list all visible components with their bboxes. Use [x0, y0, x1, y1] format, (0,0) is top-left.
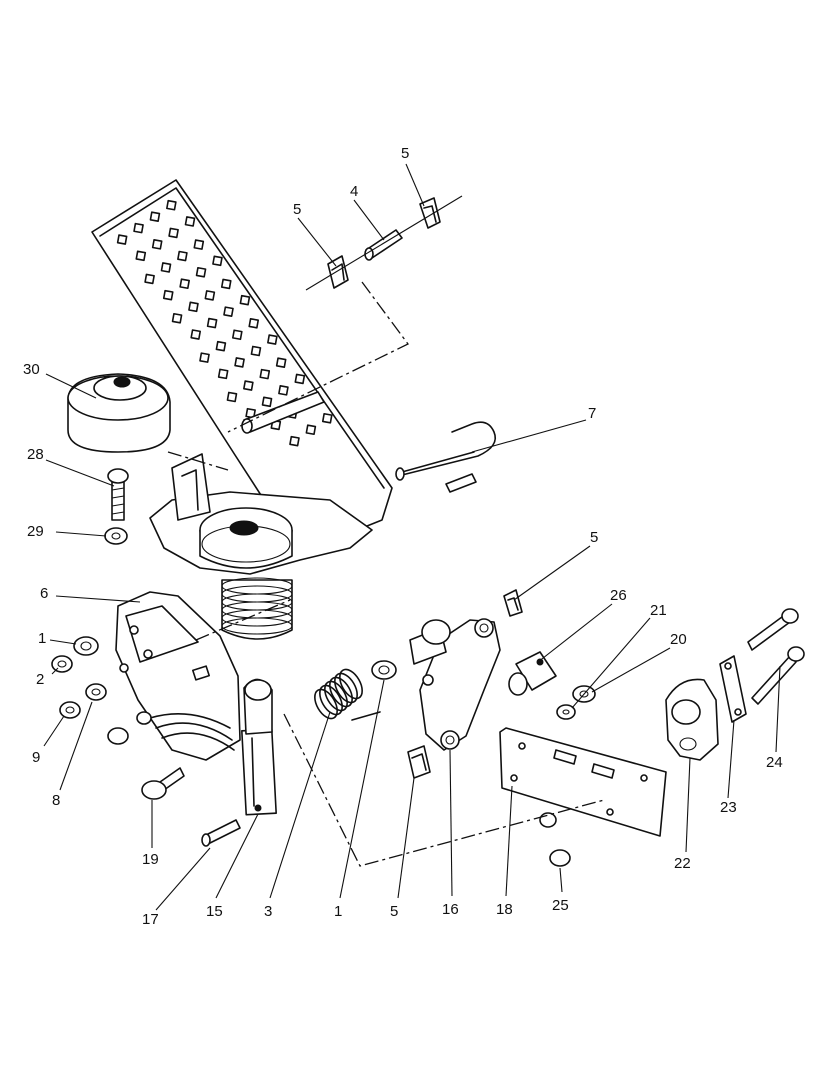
callout-20: 20	[670, 631, 687, 648]
part-5-clip-lower	[407, 745, 431, 779]
part-7-u-rod	[395, 421, 497, 493]
part-18-plate	[499, 727, 667, 837]
callout-17: 17	[142, 911, 159, 928]
part-25-nut	[539, 812, 571, 867]
callout-4: 4	[350, 183, 358, 200]
part-15-link-rod	[241, 678, 277, 816]
callout-29: 29	[27, 523, 44, 540]
nut-lower-left	[107, 711, 152, 745]
part-9-nut	[59, 701, 81, 719]
part-26-sleeve	[508, 651, 557, 696]
part-24-bolts	[747, 608, 805, 705]
part-22-block	[665, 678, 719, 761]
part-5-clip-top-left	[327, 255, 349, 289]
callout-8: 8	[52, 792, 60, 809]
callout-2: 2	[36, 671, 44, 688]
callout-1-left: 1	[38, 630, 46, 647]
part-1-spacer	[371, 660, 397, 680]
part-3-spring	[314, 668, 381, 721]
callout-6: 6	[40, 585, 48, 602]
callout-22: 22	[674, 855, 691, 872]
main-spring-coils	[221, 577, 293, 635]
part-1-nut-left	[73, 636, 99, 656]
callout-24: 24	[766, 754, 783, 771]
part-29-nut	[104, 527, 128, 545]
part-8-washer	[85, 683, 107, 701]
part-5-clip-right	[503, 589, 523, 617]
callout-30: 30	[23, 361, 40, 378]
assembly-centerlines	[167, 281, 605, 867]
part-21-washer	[556, 704, 576, 720]
callout-21: 21	[650, 602, 667, 619]
callout-7: 7	[588, 405, 596, 422]
callout-9: 9	[32, 749, 40, 766]
callout-16: 16	[442, 901, 459, 918]
callout-19: 19	[142, 851, 159, 868]
callout-leaders	[43, 163, 781, 911]
part-6-mounting-plate	[115, 591, 241, 761]
part-19-bolt	[141, 767, 185, 800]
callout-5-right: 5	[590, 529, 598, 546]
part-16-lever-arm	[409, 618, 501, 751]
part-28-bolt	[107, 468, 129, 521]
pedal-base-bracket	[149, 453, 373, 575]
pad-tread-holes	[116, 199, 333, 447]
callout-labels: 5 4 5 30 7 28 29 5 6 26 21 20 1 2 9 8 24…	[23, 145, 783, 928]
part-5-clip-top-right	[419, 197, 441, 229]
callout-23: 23	[720, 799, 737, 816]
callout-26: 26	[610, 587, 627, 604]
part-23-link-plate	[719, 655, 747, 723]
main-return-spring	[221, 577, 293, 640]
part-30-bumper-cup	[67, 373, 171, 453]
part-2-washer	[51, 655, 73, 673]
part-4-pin	[364, 229, 403, 261]
callout-25: 25	[552, 897, 569, 914]
callout-1-bottom: 1	[334, 903, 342, 920]
small-spring-coils	[314, 668, 363, 720]
callout-15: 15	[206, 903, 223, 920]
part-17-pin	[201, 819, 241, 847]
callout-5-upper-left: 5	[293, 201, 301, 218]
callout-3: 3	[264, 903, 272, 920]
callout-5-top: 5	[401, 145, 409, 162]
callout-5-bottom: 5	[390, 903, 398, 920]
pedal-pad	[91, 179, 393, 549]
pedal-hinge-shaft	[241, 391, 325, 434]
callout-18: 18	[496, 901, 513, 918]
callout-28: 28	[27, 446, 44, 463]
